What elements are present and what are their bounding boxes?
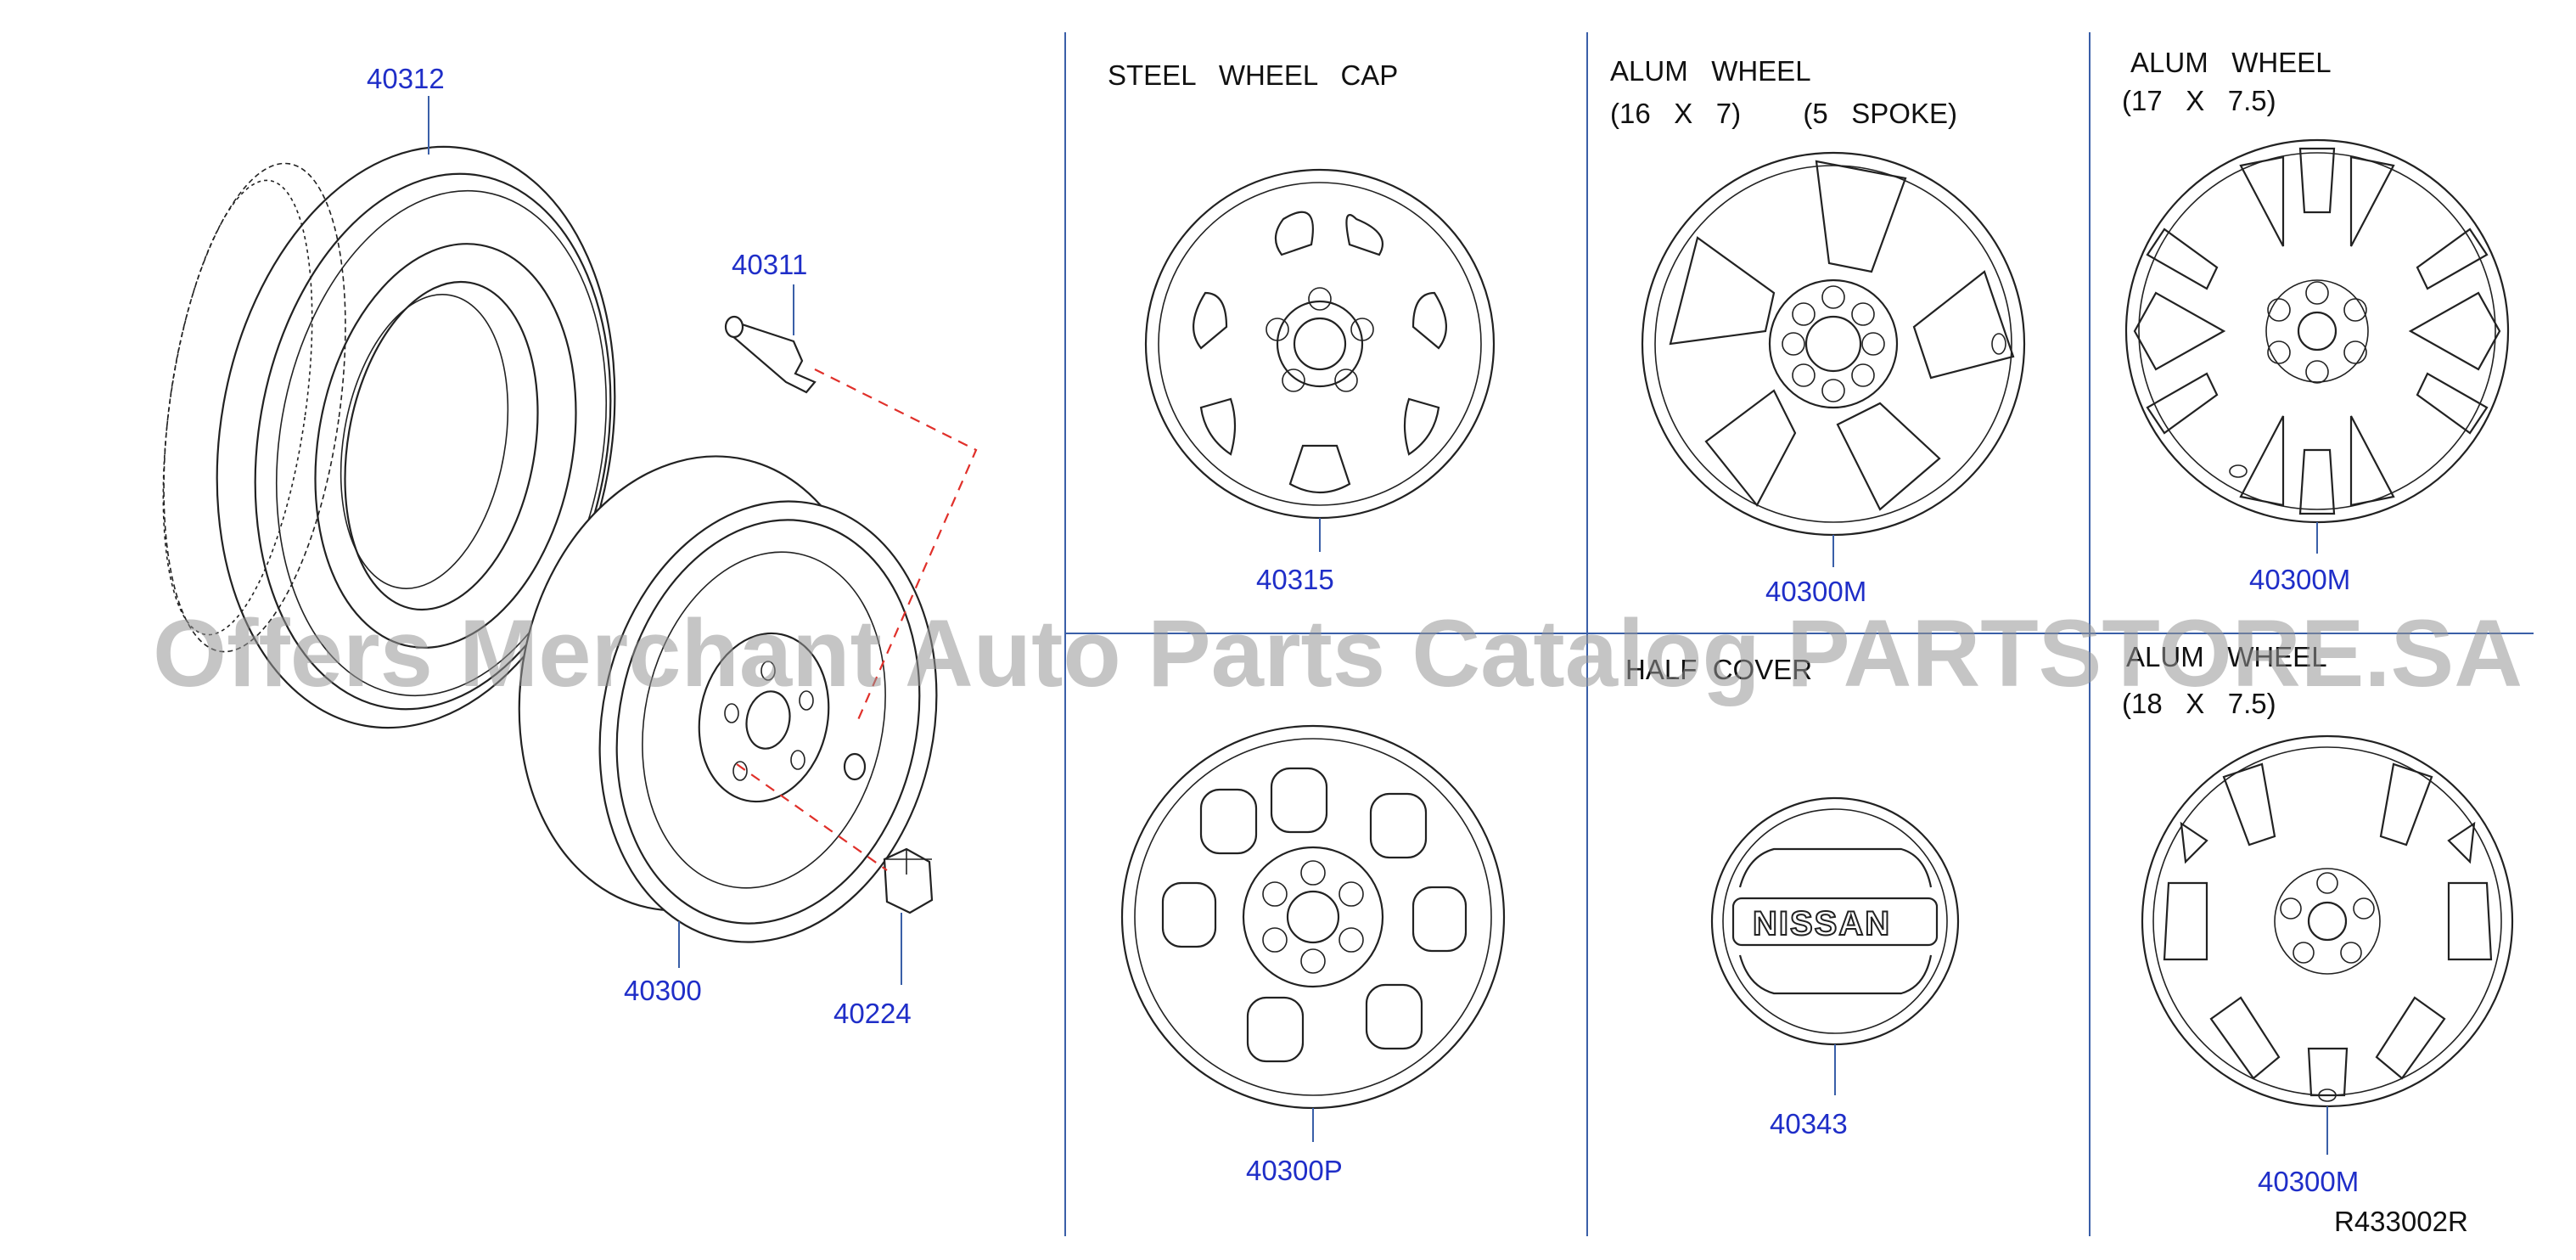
- header-alum-wheel-18-line2: (18 X 7.5): [2122, 688, 2276, 719]
- hub-cover-illustration: NISSAN: [1710, 796, 1960, 1046]
- part-number-alum-wheel-18[interactable]: 40300M: [2258, 1166, 2359, 1197]
- nut-assembly-leader: [736, 763, 888, 871]
- alum-wheel-16-illustration: [1641, 151, 2026, 537]
- panel-grid: [1064, 32, 2534, 1236]
- watermark-text: Offers Merchant Auto Parts Catalog PARTS…: [153, 600, 2523, 706]
- part-number-lug-nut[interactable]: 40224: [833, 998, 912, 1029]
- header-steel-wheel-cap: STEEL WHEEL CAP: [1108, 59, 1398, 91]
- header-alum-wheel-16-line1: ALUM WHEEL: [1610, 55, 1811, 87]
- part-number-valve[interactable]: 40311: [732, 249, 807, 280]
- alum-wheel-17-illustration: [2124, 138, 2510, 524]
- lug-nut-illustration: [883, 847, 934, 914]
- valve-assembly-leader: [814, 368, 978, 723]
- header-alum-wheel-17-line2: (17 X 7.5): [2122, 85, 2276, 116]
- steel-wheel-styled-illustration: [1120, 724, 1506, 1110]
- alum-wheel-18-illustration: [2141, 734, 2514, 1108]
- part-number-steel-wheel-cap[interactable]: 40315: [1256, 564, 1334, 595]
- part-number-tire[interactable]: 40312: [367, 63, 445, 94]
- part-number-hub-cover[interactable]: 40343: [1770, 1108, 1848, 1139]
- nissan-logo-text: NISSAN: [1753, 905, 1891, 942]
- header-alum-wheel-18-line1: ALUM WHEEL: [2126, 641, 2327, 672]
- valve-illustration: [724, 315, 817, 394]
- diagram-code: R433002R: [2334, 1206, 2468, 1237]
- header-alum-wheel-17-line1: ALUM WHEEL: [2130, 47, 2332, 78]
- tire-illustration: [162, 145, 616, 729]
- part-number-alum-wheel-16[interactable]: 40300M: [1765, 576, 1866, 607]
- part-number-steel-wheel[interactable]: 40300: [624, 975, 702, 1006]
- steel-wheel-cap-illustration: [1144, 168, 1496, 520]
- header-alum-wheel-16-line2: (16 X 7) (5 SPOKE): [1610, 98, 1957, 129]
- part-number-alum-wheel-17[interactable]: 40300M: [2249, 564, 2350, 595]
- header-hub-cover: HALF COVER: [1625, 654, 1812, 685]
- part-number-steel-wheel-styled[interactable]: 40300P: [1246, 1155, 1343, 1186]
